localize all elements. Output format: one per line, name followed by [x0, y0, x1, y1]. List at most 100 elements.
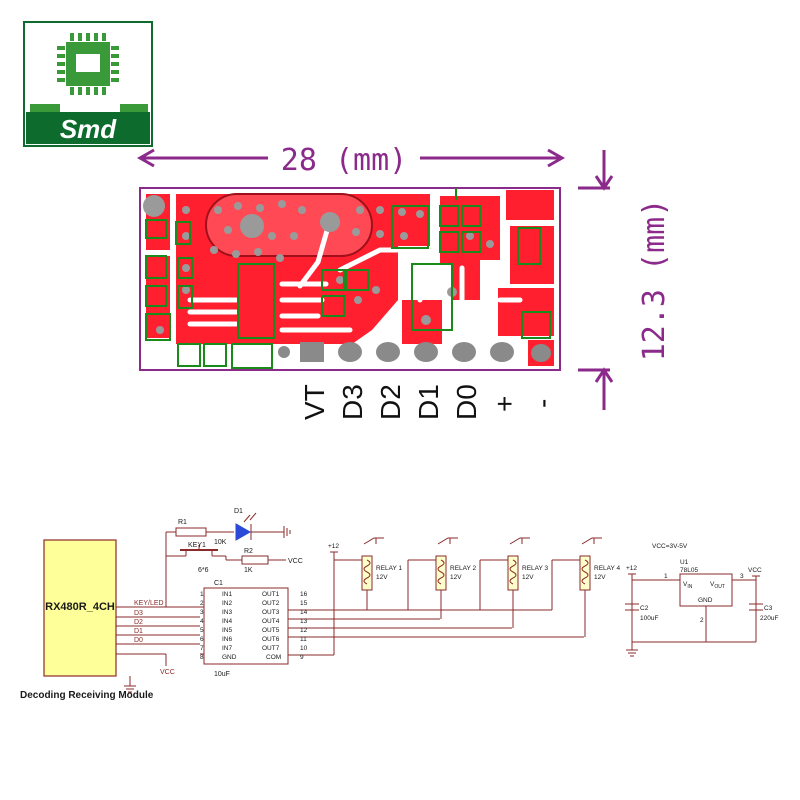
height-label: 12.3 (mm)	[637, 199, 672, 362]
pin-pads	[278, 340, 554, 366]
relay-3-volt: 12V	[522, 574, 534, 581]
ic-num-7: 7	[200, 645, 204, 652]
ic-num-5: 5	[200, 627, 204, 634]
pad-vt	[300, 342, 324, 362]
c3-capacitor	[749, 603, 763, 611]
ic-num-4: 4	[200, 618, 204, 625]
pad-minus	[531, 344, 551, 362]
pin-label-d3: D3	[337, 384, 368, 420]
regulator-out-label: VCC	[748, 567, 762, 574]
ground-symbol	[626, 642, 638, 657]
ic-pin-in6: IN6	[222, 636, 233, 643]
ic-num-9: 9	[300, 654, 304, 661]
pin-label-vt: VT	[299, 384, 330, 420]
c3-value: 220uF	[760, 615, 778, 622]
pad-d0	[452, 342, 476, 362]
ic-pin-out6: OUT6	[262, 636, 280, 643]
ic-ref: C1	[214, 580, 223, 587]
ic-pin-in1: IN1	[222, 591, 233, 598]
ic-box	[203, 587, 289, 665]
c2-value: 100uF	[640, 615, 658, 622]
r2-vcc-label: VCC	[288, 558, 303, 565]
pad-d3	[338, 342, 362, 362]
pcb-board	[139, 187, 561, 371]
traces	[187, 217, 523, 333]
logo-text: Smd	[60, 114, 117, 144]
ic-num-8: 8	[200, 654, 204, 661]
ic-num-12: 12	[300, 627, 308, 634]
pad-d1	[414, 342, 438, 362]
ic-pin-in3: IN3	[222, 609, 233, 616]
ic-num-2: 2	[200, 600, 204, 607]
regulator-part: 78L05	[680, 567, 698, 574]
ic-pin-in7: IN7	[222, 645, 233, 652]
chip-icon	[57, 33, 119, 95]
pin-label-d1: D1	[413, 384, 444, 420]
relay-1	[361, 537, 384, 610]
regulator-note: VCC=3V-5V	[652, 543, 688, 550]
ic-pin-out4: OUT4	[262, 618, 280, 625]
schematic	[43, 512, 763, 693]
ic-pin-out7: OUT7	[262, 645, 280, 652]
module-pin-d1: D1	[134, 628, 143, 635]
width-label: 28 (mm)	[281, 143, 407, 178]
module-vcc-label: VCC	[160, 669, 175, 676]
r2-ref: R2	[244, 548, 253, 555]
ic-num-16: 16	[300, 591, 308, 598]
ic-num-6: 6	[200, 636, 204, 643]
r1-resistor	[175, 527, 207, 537]
c2-capacitor	[625, 603, 639, 611]
relay-3-name: RELAY 3	[522, 565, 549, 572]
ic-pin-out2: OUT2	[262, 600, 280, 607]
d1-led	[235, 512, 291, 541]
regulator-vin: VIN	[683, 581, 693, 590]
regulator-pin1: 1	[664, 573, 668, 580]
logo-band	[26, 112, 150, 144]
silkscreen	[145, 188, 551, 369]
ic-num-1: 1	[200, 591, 204, 598]
pin-label-d2: D2	[375, 384, 406, 420]
ic-cap: 10uF	[214, 671, 230, 678]
ic-pin-out5: OUT5	[262, 627, 280, 634]
r2-value: 1K	[244, 567, 253, 574]
ic-pin-in4: IN4	[222, 618, 233, 625]
relay-2	[435, 537, 458, 619]
ic-pin-in5: IN5	[222, 627, 233, 634]
key1-ref: KEY1	[188, 542, 206, 549]
ic-pin-com: COM	[266, 654, 281, 661]
regulator-ref: U1	[680, 559, 689, 566]
module-pin-d0: D0	[134, 637, 143, 644]
ic-pin-gnd: GND	[222, 654, 237, 661]
regulator-labels: VCC=3V-5V U1 78L05 VIN VOUT GND 1 2 3 +1…	[626, 543, 778, 624]
pad-plus	[490, 342, 514, 362]
ic-num-10: 10	[300, 645, 308, 652]
ic-right-pins: OUT1 OUT2 OUT3 OUT4 OUT5 OUT6 OUT7 COM 1…	[262, 591, 308, 661]
relay-2-name: RELAY 2	[450, 565, 477, 572]
regulator-in-label: +12	[626, 565, 637, 572]
regulator-pin2: 2	[700, 617, 704, 624]
ic-num-13: 13	[300, 618, 308, 625]
module-pin-d3: D3	[134, 610, 143, 617]
schematic-labels: RX480R_4CH Decoding Receiving Module KEY…	[20, 508, 778, 701]
module-pin-d2: D2	[134, 619, 143, 626]
ic-pin-out3: OUT3	[262, 609, 280, 616]
relay-2-volt: 12V	[450, 574, 462, 581]
ic-num-14: 14	[300, 609, 308, 616]
pad-d2	[376, 342, 400, 362]
ic-num-11: 11	[300, 636, 307, 643]
height-dimension	[578, 150, 614, 410]
regulator-gnd: GND	[698, 597, 713, 604]
pin-label-plus: +	[489, 396, 520, 412]
d1-ref: D1	[234, 508, 243, 515]
relay-4	[579, 537, 602, 637]
pin-labels: VT D3 D2 D1 D0 + -	[299, 384, 558, 420]
module-pin-keyled: KEY/LED	[134, 600, 164, 607]
module-name: RX480R_4CH	[45, 601, 115, 613]
crystal-outline	[205, 193, 373, 257]
pin-label-d0: D0	[451, 384, 482, 420]
module-caption: Decoding Receiving Module	[20, 690, 154, 701]
relay-3	[507, 537, 530, 628]
relay-labels: +12 RELAY 1 12V RELAY 2 12V RELAY 3 12V …	[328, 543, 621, 581]
relay-1-volt: 12V	[376, 574, 388, 581]
